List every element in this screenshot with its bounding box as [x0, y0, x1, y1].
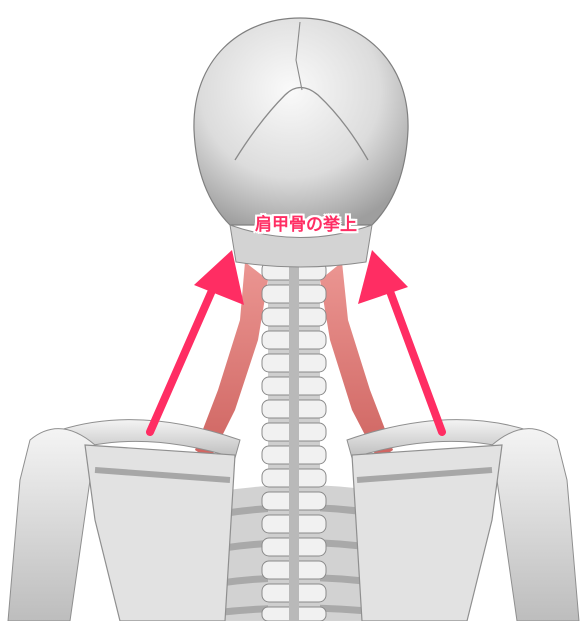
- caption-label: 肩甲骨の挙上: [226, 211, 386, 239]
- spine: [262, 255, 326, 621]
